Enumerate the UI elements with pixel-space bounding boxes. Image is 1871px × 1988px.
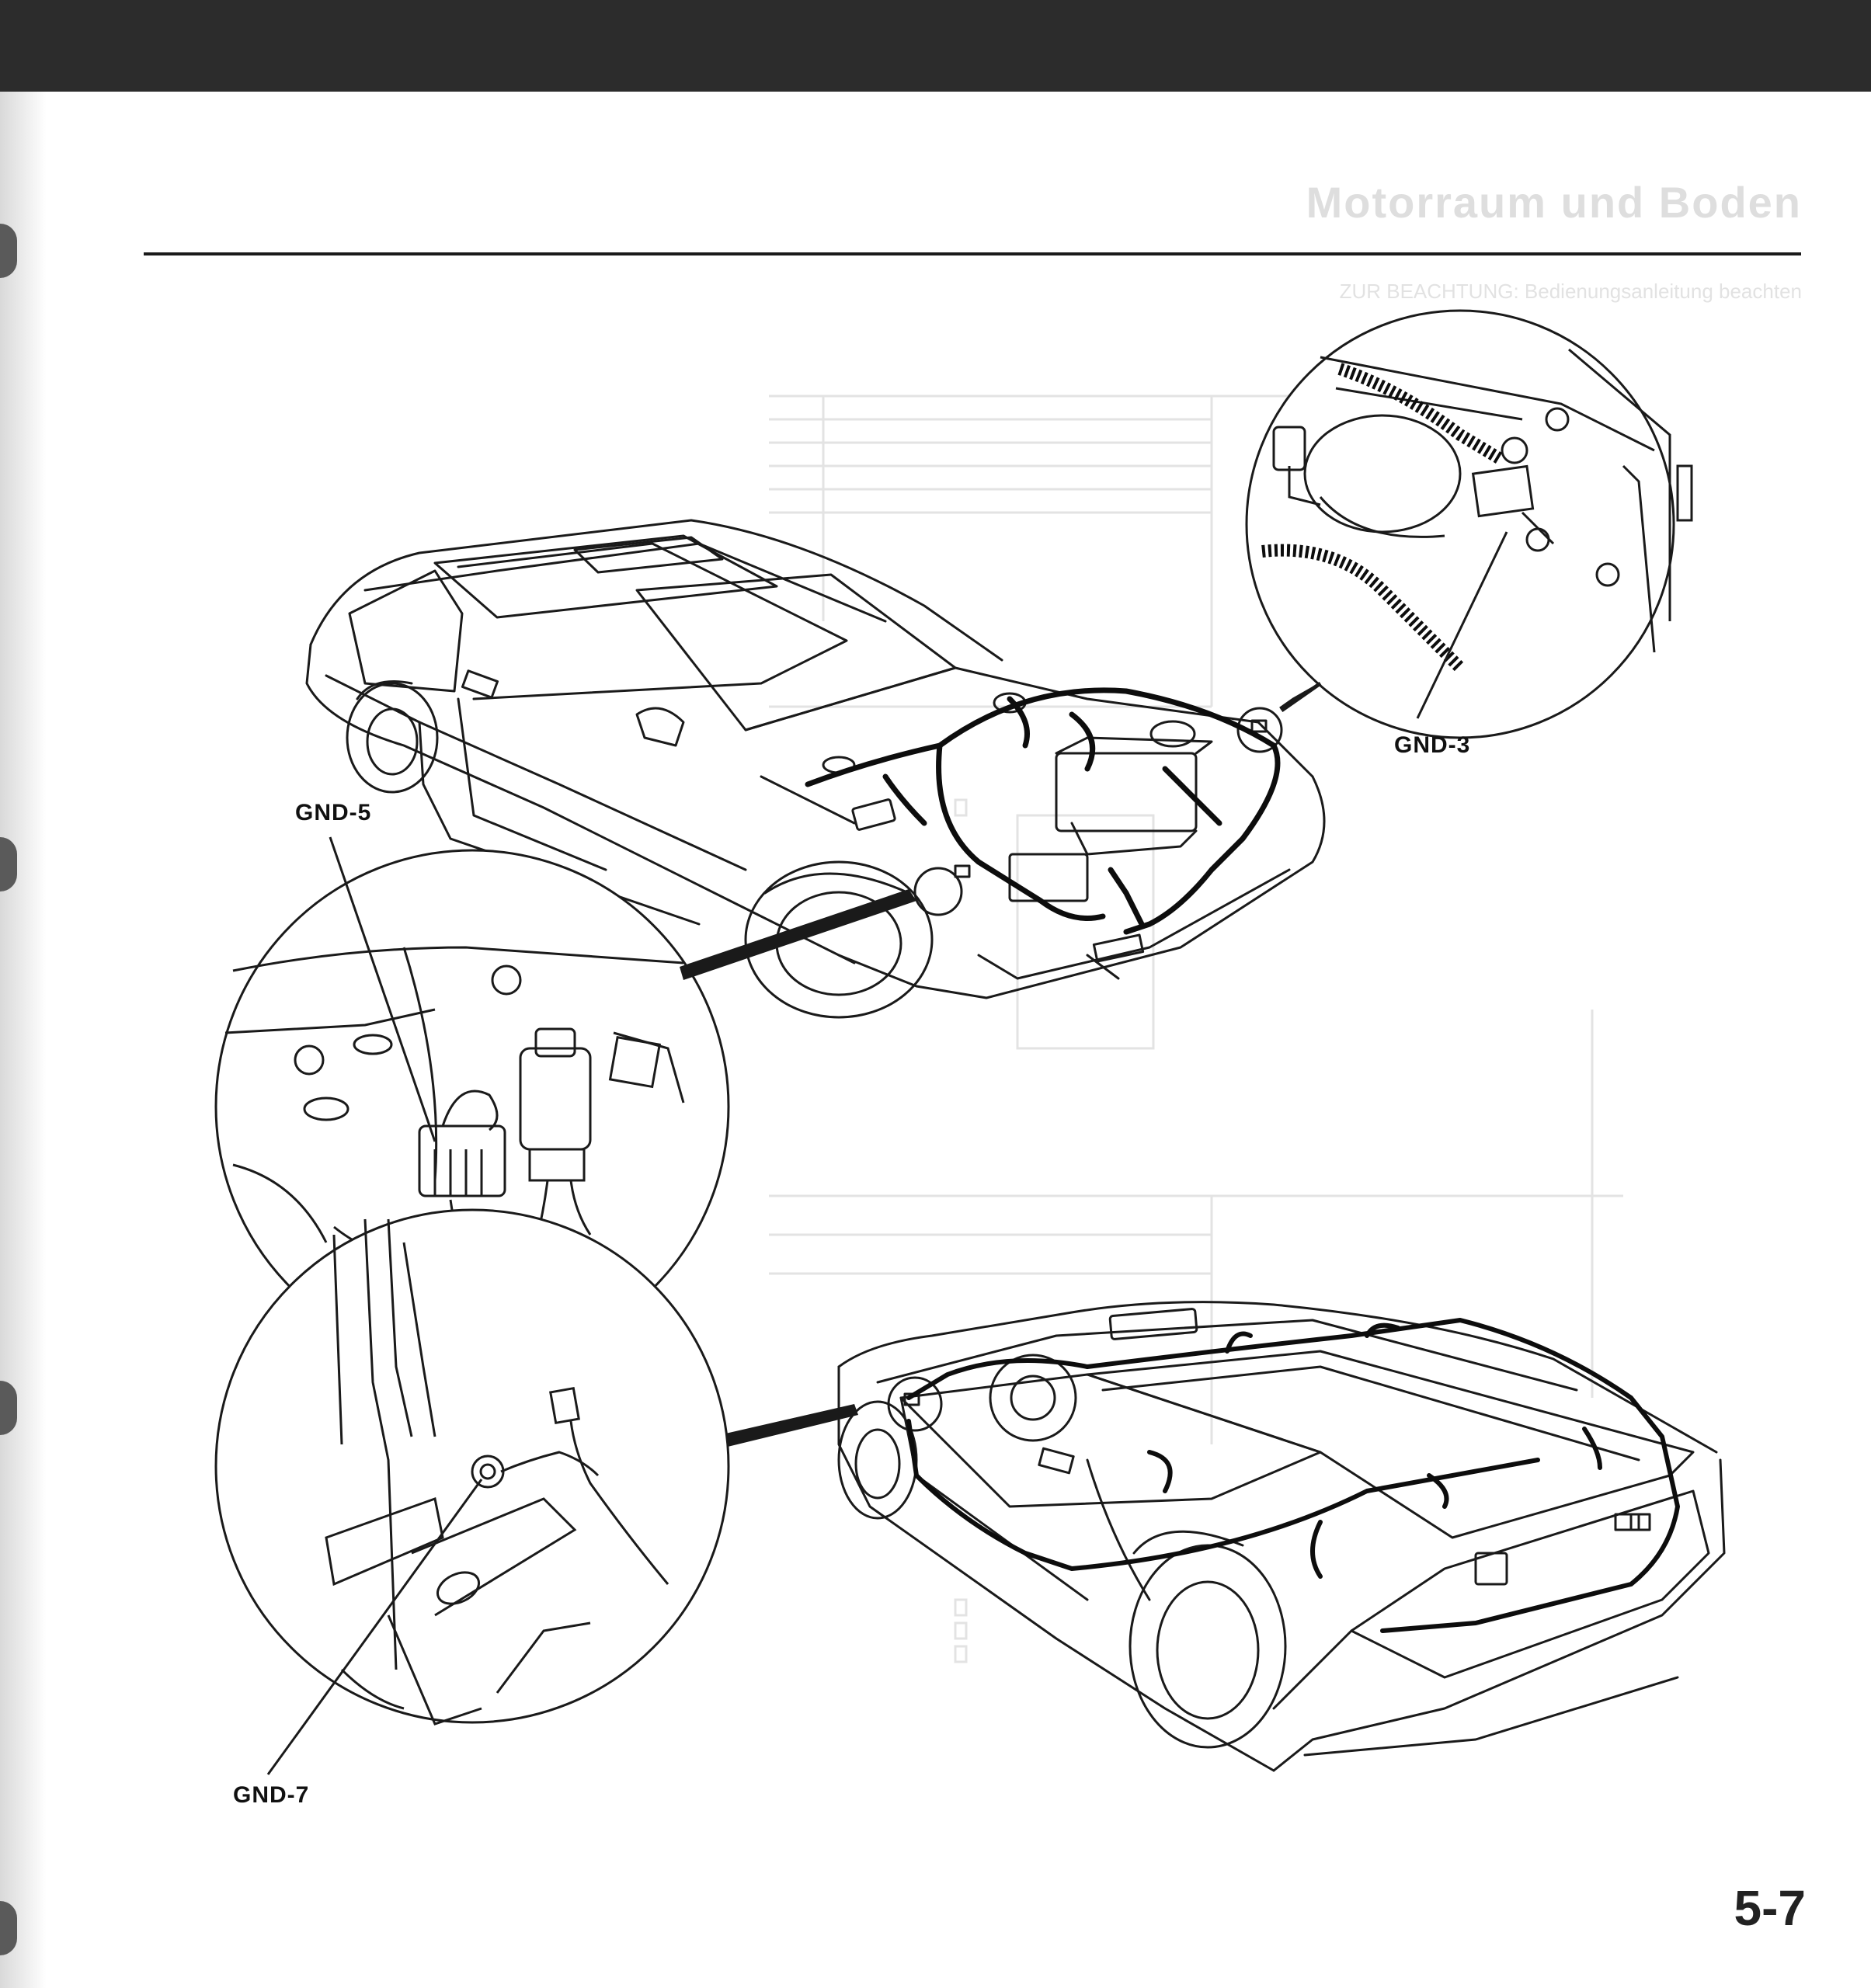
gnd7-label: GND-7 [233, 1782, 310, 1808]
bleed-through-subtitle: ZUR BEACHTUNG: Bedienungsanleitung beach… [1339, 280, 1802, 303]
rear-wiring-harness [906, 1318, 1680, 1633]
page-binding-edge [0, 92, 47, 1988]
page-number: 5-7 [1734, 1880, 1807, 1936]
binding-hole [0, 837, 17, 891]
gnd3-detail-circle [1245, 309, 1693, 739]
gnd7-leader-line [266, 1479, 483, 1775]
binding-hole [0, 1381, 17, 1435]
bleed-through-title: Motorraum und Boden [1306, 178, 1802, 227]
gnd3-harness-corrugated [1261, 363, 1503, 673]
gnd5-leader-line [329, 836, 436, 1142]
front-wiring-harness [805, 687, 1281, 935]
gnd3-label: GND-3 [1394, 732, 1471, 758]
binding-hole [0, 1901, 17, 1955]
gnd5-label: GND-5 [295, 800, 372, 825]
gnd7-leader-wedge [695, 1404, 858, 1454]
gnd7-detail-circle [214, 1208, 730, 1726]
scanner-top-band [0, 0, 1871, 92]
header-rule [144, 252, 1801, 255]
bleed-through-schematic [769, 394, 1623, 1663]
rear-car-drawing [837, 1301, 1726, 1772]
gnd3-leader-line [1416, 531, 1508, 719]
binding-hole [0, 224, 17, 278]
